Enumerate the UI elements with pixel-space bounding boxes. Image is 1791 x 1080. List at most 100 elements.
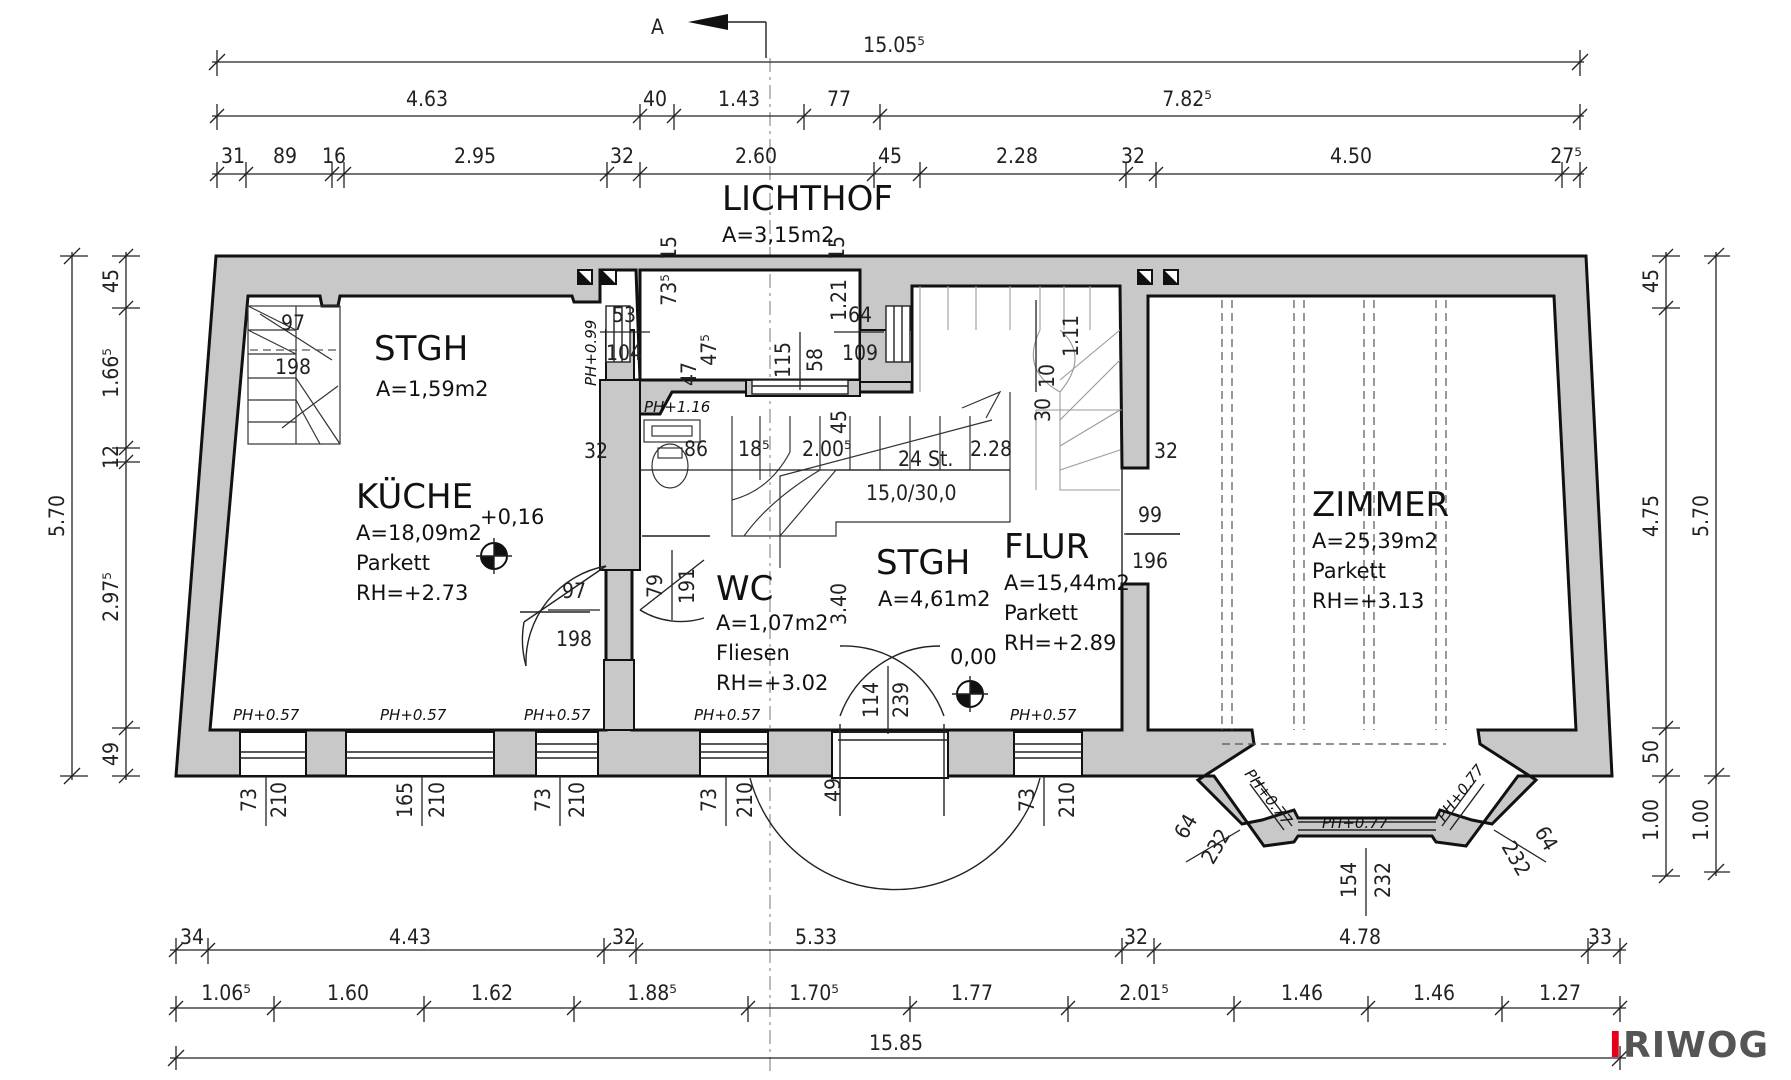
svg-text:15: 15 <box>657 236 681 260</box>
top-dimension-chains: 15.05⁵ 4.63 40 1.43 77 7.82⁵ 31 89 16 2.… <box>208 33 1589 188</box>
dim-tick <box>324 166 340 182</box>
flur-floor: Parkett <box>1004 601 1078 625</box>
dim-tick <box>872 108 888 124</box>
internal-dimensions: 24 St. 15,0/30,0 2.00⁵ 2.28 18⁵ 86 3.40 … <box>584 236 1178 802</box>
dim-tick <box>1572 166 1588 182</box>
dim-tick <box>1146 942 1162 958</box>
dim-top-r2-4: 7.82⁵ <box>1162 87 1212 111</box>
svg-text:210: 210 <box>267 782 291 818</box>
lichthof-area: A=3,15m2 <box>722 223 835 247</box>
svg-text:32: 32 <box>1154 439 1178 463</box>
dim-top-r2-0: 4.63 <box>406 87 448 111</box>
svg-text:2.00⁵: 2.00⁵ <box>802 437 852 461</box>
svg-text:4.78: 4.78 <box>1339 925 1381 949</box>
section-marker: A <box>651 14 771 1076</box>
dim-tick <box>168 1000 184 1016</box>
svg-text:191: 191 <box>675 568 699 604</box>
zimmer-floor: Parkett <box>1312 559 1386 583</box>
svg-text:196: 196 <box>1132 549 1168 573</box>
svg-text:1.62: 1.62 <box>471 981 513 1005</box>
dim-tick <box>118 248 134 264</box>
svg-text:97: 97 <box>562 579 586 603</box>
kueche-stair-dim-w: 97 <box>281 311 305 335</box>
dim-tick <box>238 166 254 182</box>
svg-text:210: 210 <box>425 782 449 818</box>
dim-right-1: 4.75 <box>1639 495 1663 537</box>
wc-fixtures <box>642 419 710 537</box>
dim-top-r3-2: 16 <box>322 144 346 168</box>
dim-tick <box>1572 108 1588 124</box>
svg-text:1.06⁵: 1.06⁵ <box>201 981 251 1005</box>
svg-text:64: 64 <box>848 303 872 327</box>
flur-area: A=15,44m2 <box>1004 571 1130 595</box>
ph-label: PH+0.57 <box>233 706 300 724</box>
svg-text:2.01⁵: 2.01⁵ <box>1119 981 1169 1005</box>
svg-text:15: 15 <box>825 236 849 260</box>
dim-tick <box>1226 1000 1242 1016</box>
dim-top-r3-0: 31 <box>221 144 245 168</box>
dim-tick <box>118 768 134 784</box>
svg-text:4.43: 4.43 <box>389 925 431 949</box>
dim-left-total: 5.70 <box>45 495 69 537</box>
svg-text:86: 86 <box>684 437 708 461</box>
dim-top-r3-4: 32 <box>610 144 634 168</box>
dim-top-r3-10: 27⁵ <box>1550 144 1582 168</box>
svg-text:32: 32 <box>1124 925 1148 949</box>
zimmer-name: ZIMMER <box>1312 485 1449 525</box>
svg-text:49: 49 <box>821 778 845 802</box>
kueche-height: RH=+2.73 <box>356 581 468 605</box>
dim-tick <box>118 720 134 736</box>
flur-level: 0,00 <box>950 645 997 669</box>
zimmer-parquet-lines <box>1221 300 1447 745</box>
stgh-main-area: A=4,61m2 <box>878 587 991 611</box>
section-marker-label: A <box>651 15 664 39</box>
svg-text:30: 30 <box>1031 398 1055 422</box>
svg-text:210: 210 <box>565 782 589 818</box>
svg-text:32: 32 <box>612 925 636 949</box>
dim-top-r3-7: 2.28 <box>996 144 1038 168</box>
svg-text:45: 45 <box>827 410 851 434</box>
dim-top-r3-5: 2.60 <box>735 144 777 168</box>
svg-text:15,0/30,0: 15,0/30,0 <box>866 481 956 505</box>
dim-tick <box>628 942 644 958</box>
dim-right-total: 5.70 <box>1689 495 1713 537</box>
dim-top-r2-2: 1.43 <box>718 87 760 111</box>
dim-tick <box>1118 166 1134 182</box>
ph-label: PH+0.57 <box>1010 706 1077 724</box>
dim-top-r2-1: 40 <box>643 87 667 111</box>
dim-tick <box>209 166 225 182</box>
dim-right-outer: 1.00 <box>1689 799 1713 841</box>
svg-text:114: 114 <box>859 682 883 718</box>
svg-text:1.11: 1.11 <box>1059 315 1083 357</box>
flur-height: RH=+2.89 <box>1004 631 1116 655</box>
dim-tick <box>1658 300 1674 316</box>
dim-tick <box>912 166 928 182</box>
dim-tick <box>336 166 352 182</box>
dim-tick <box>200 942 216 958</box>
svg-text:232: 232 <box>1197 825 1236 868</box>
dim-right-0: 45 <box>1639 269 1663 293</box>
svg-text:64: 64 <box>1170 810 1203 843</box>
svg-text:58: 58 <box>803 348 827 372</box>
dim-left-2: 12 <box>99 445 123 469</box>
dim-tick <box>118 454 134 470</box>
dim-tick <box>740 1000 756 1016</box>
dim-top-r3-9: 4.50 <box>1330 144 1372 168</box>
dim-tick <box>1494 1000 1510 1016</box>
dim-tick <box>1612 942 1628 958</box>
svg-text:1.88⁵: 1.88⁵ <box>627 981 677 1005</box>
svg-text:73: 73 <box>531 788 555 812</box>
dim-left-0: 45 <box>99 269 123 293</box>
dim-tick <box>632 108 648 124</box>
svg-text:239: 239 <box>889 682 913 718</box>
ph-label: PH+0.57 <box>694 706 761 724</box>
svg-text:1.21: 1.21 <box>827 279 851 321</box>
svg-text:1.27: 1.27 <box>1539 981 1581 1005</box>
main-staircase <box>731 286 1122 568</box>
kueche-area: A=18,09m2 <box>356 521 482 545</box>
svg-text:5.33: 5.33 <box>795 925 837 949</box>
wc-area: A=1,07m2 <box>716 611 829 635</box>
svg-text:104: 104 <box>606 341 642 365</box>
wc-height: RH=+3.02 <box>716 671 828 695</box>
